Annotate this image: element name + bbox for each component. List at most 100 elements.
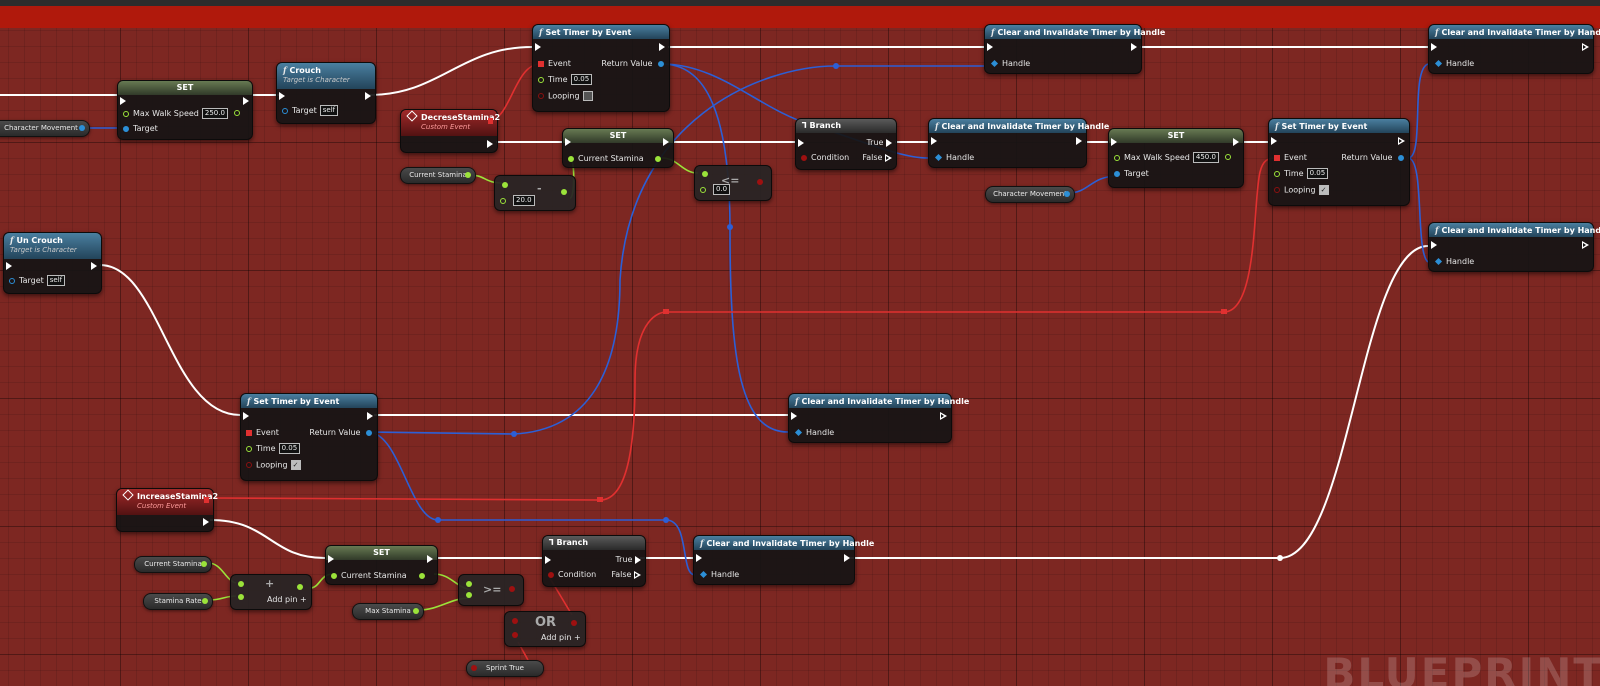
looping-pin[interactable]: Looping — [538, 91, 593, 102]
max-walk-speed-out-pin[interactable] — [1225, 152, 1235, 162]
exec-out-pin[interactable] — [243, 96, 249, 106]
branch-node-bottom[interactable]: ⅂Branch True Condition False — [542, 535, 646, 587]
less-equal-b-pin[interactable]: 0.0 — [700, 184, 731, 195]
exec-out-pin[interactable] — [663, 137, 669, 147]
max-walk-speed-value[interactable]: 450.0 — [1192, 152, 1219, 163]
add-pin-button[interactable]: Add pin + — [541, 633, 581, 642]
looping-checkbox[interactable]: ✓ — [290, 460, 301, 470]
exec-in-pin[interactable] — [279, 91, 285, 101]
less-equal-node[interactable]: 0.0 <= — [694, 165, 772, 201]
exec-out-pin[interactable] — [659, 42, 665, 52]
exec-out-pin[interactable] — [1398, 136, 1405, 146]
exec-out-pin[interactable] — [91, 261, 97, 271]
event-pin[interactable]: Event — [1274, 153, 1307, 163]
handle-pin[interactable]: Handle — [794, 428, 834, 438]
exec-out-pin[interactable] — [1131, 42, 1137, 52]
exec-in-pin[interactable] — [791, 411, 797, 421]
exec-in-pin[interactable] — [798, 138, 804, 148]
max-stamina-getter[interactable]: Max Stamina — [352, 603, 424, 620]
exec-in-pin[interactable] — [243, 411, 249, 421]
character-movement-getter-left[interactable]: Character Movement — [0, 120, 90, 137]
condition-pin[interactable]: Condition — [801, 153, 849, 163]
exec-out-pin[interactable] — [844, 553, 850, 563]
event-pin[interactable]: Event — [246, 428, 279, 438]
exec-in-pin[interactable] — [1271, 136, 1277, 146]
current-stamina-out-pin[interactable] — [419, 571, 429, 581]
exec-in-pin[interactable] — [931, 136, 937, 146]
exec-out-pin[interactable] — [203, 517, 209, 527]
set-current-stamina-node-bottom[interactable]: SET Current Stamina — [325, 545, 438, 585]
handle-pin[interactable]: Handle — [990, 59, 1030, 69]
exec-in-pin[interactable] — [120, 96, 126, 106]
return-value-pin[interactable]: Return Value — [601, 59, 664, 69]
false-exec-pin[interactable]: False — [862, 153, 892, 163]
return-value-pin[interactable]: Return Value — [1341, 153, 1404, 163]
branch-node-top[interactable]: ⅂Branch True Condition False — [795, 118, 897, 170]
current-stamina-pin[interactable]: Current Stamina — [331, 571, 407, 581]
current-stamina-getter-bottom[interactable]: Current Stamina — [134, 556, 212, 573]
time-value[interactable]: 0.05 — [570, 74, 593, 85]
time-value[interactable]: 0.05 — [1306, 168, 1329, 179]
subtract-b-pin[interactable]: 20.0 — [500, 195, 535, 206]
max-walk-speed-out-pin[interactable] — [234, 108, 244, 118]
return-value-pin[interactable]: Return Value — [309, 428, 372, 438]
subtract-amount-value[interactable]: 20.0 — [513, 195, 535, 206]
exec-in-pin[interactable] — [696, 553, 702, 563]
condition-pin[interactable]: Condition — [548, 570, 596, 580]
event-pin[interactable]: Event — [538, 59, 571, 69]
current-stamina-getter-top[interactable]: Current Stamina — [400, 167, 476, 184]
exec-out-pin[interactable] — [940, 411, 947, 421]
set-current-stamina-node-top[interactable]: SET Current Stamina — [562, 128, 674, 168]
target-pin[interactable]: Target — [1114, 169, 1149, 179]
exec-in-pin[interactable] — [6, 261, 12, 271]
event-delegate-pin[interactable] — [204, 497, 209, 503]
true-exec-pin[interactable]: True — [866, 138, 892, 148]
exec-out-pin[interactable] — [1582, 240, 1589, 250]
handle-pin[interactable]: Handle — [1434, 59, 1474, 69]
stamina-rate-getter[interactable]: Stamina Rate — [143, 593, 213, 610]
target-pin[interactable]: Target — [123, 124, 158, 134]
looping-pin[interactable]: Looping✓ — [1274, 185, 1329, 196]
looping-checkbox[interactable] — [582, 91, 593, 101]
exec-out-pin[interactable] — [487, 139, 493, 149]
exec-out-pin[interactable] — [427, 554, 433, 564]
or-node[interactable]: OR Add pin + — [504, 611, 586, 647]
exec-in-pin[interactable] — [565, 137, 571, 147]
sprint-true-getter[interactable]: Sprint True — [466, 660, 544, 677]
exec-in-pin[interactable] — [1431, 42, 1437, 52]
subtract-node[interactable]: 20.0 - — [494, 175, 576, 211]
exec-in-pin[interactable] — [535, 42, 541, 52]
time-value[interactable]: 0.05 — [278, 443, 301, 454]
current-stamina-out-pin[interactable] — [655, 154, 665, 164]
exec-in-pin[interactable] — [328, 554, 334, 564]
character-movement-getter-right[interactable]: Character Movement — [985, 186, 1075, 203]
current-stamina-pin[interactable]: Current Stamina — [568, 154, 644, 164]
exec-out-pin[interactable] — [1582, 42, 1589, 52]
add-node[interactable]: + Add pin + — [230, 574, 312, 610]
greater-equal-node[interactable]: >= — [458, 574, 524, 606]
exec-out-pin[interactable] — [365, 91, 371, 101]
false-exec-pin[interactable]: False — [611, 570, 641, 580]
exec-in-pin[interactable] — [1431, 240, 1437, 250]
true-exec-pin[interactable]: True — [615, 555, 641, 565]
